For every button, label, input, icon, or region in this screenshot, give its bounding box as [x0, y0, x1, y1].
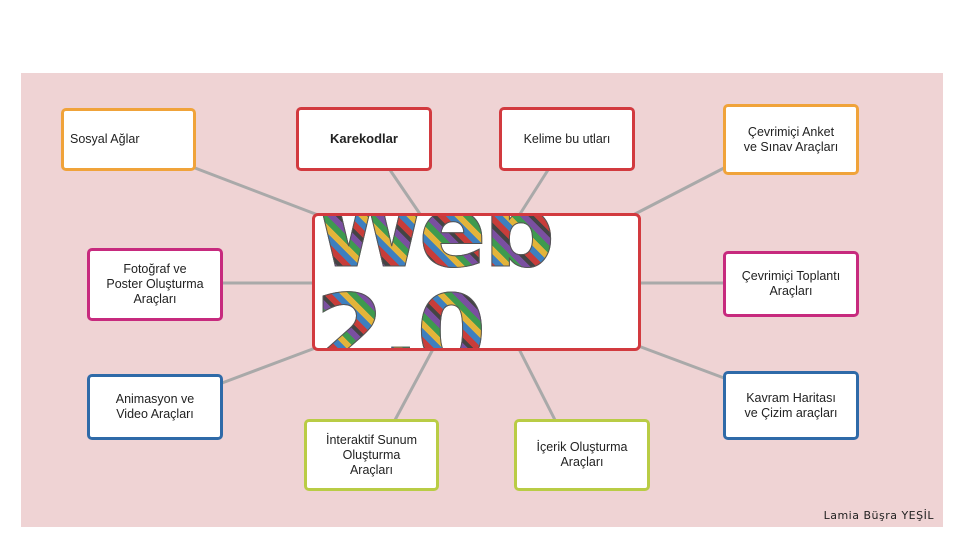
node-label: Kelime bu utları: [524, 132, 611, 147]
connector-interaktif: [395, 351, 432, 420]
node-label: Çevrimiçi Toplantı Araçları: [742, 269, 840, 299]
node-label: İçerik Oluşturma Araçları: [537, 440, 628, 470]
node-label: Karekodlar: [330, 131, 398, 147]
node-karekodlar: Karekodlar: [296, 107, 432, 171]
author-credit: Lamia Büşra YEŞİL: [824, 509, 934, 522]
node-sosyal-aglar: Sosyal Ağlar: [61, 108, 196, 171]
node-fotograf-poster: Fotoğraf ve Poster Oluşturma Araçları: [87, 248, 223, 321]
node-interaktif-sunum: İnteraktif Sunum Oluşturma Araçları: [304, 419, 439, 491]
node-label: Sosyal Ağlar: [70, 132, 139, 147]
connector-kavram: [641, 347, 724, 378]
node-kavram-haritasi: Kavram Haritası ve Çizim araçları: [723, 371, 859, 440]
node-kelime-bulutlari: Kelime bu utları: [499, 107, 635, 171]
connector-icerik: [520, 351, 555, 420]
connector-sosyal: [195, 168, 318, 215]
node-animasyon-video: Animasyon ve Video Araçları: [87, 374, 223, 440]
node-icerik-olusturma: İçerik Oluşturma Araçları: [514, 419, 650, 491]
center-node-web20: Web 2.0: [312, 213, 641, 351]
center-node-label: Web 2.0: [315, 213, 638, 351]
node-label: Kavram Haritası ve Çizim araçları: [744, 391, 837, 421]
connector-kelime: [520, 170, 548, 214]
connector-karekod: [390, 170, 420, 214]
node-cevrimici-toplanti: Çevrimiçi Toplantı Araçları: [723, 251, 859, 317]
connector-anket: [635, 168, 724, 214]
node-label: İnteraktif Sunum Oluşturma Araçları: [326, 433, 417, 478]
connector-animasyon: [222, 347, 318, 383]
node-cevrimici-anket: Çevrimiçi Anket ve Sınav Araçları: [723, 104, 859, 175]
node-label: Çevrimiçi Anket ve Sınav Araçları: [744, 125, 839, 155]
node-label: Fotoğraf ve Poster Oluşturma Araçları: [106, 262, 203, 307]
node-label: Animasyon ve Video Araçları: [116, 392, 195, 422]
